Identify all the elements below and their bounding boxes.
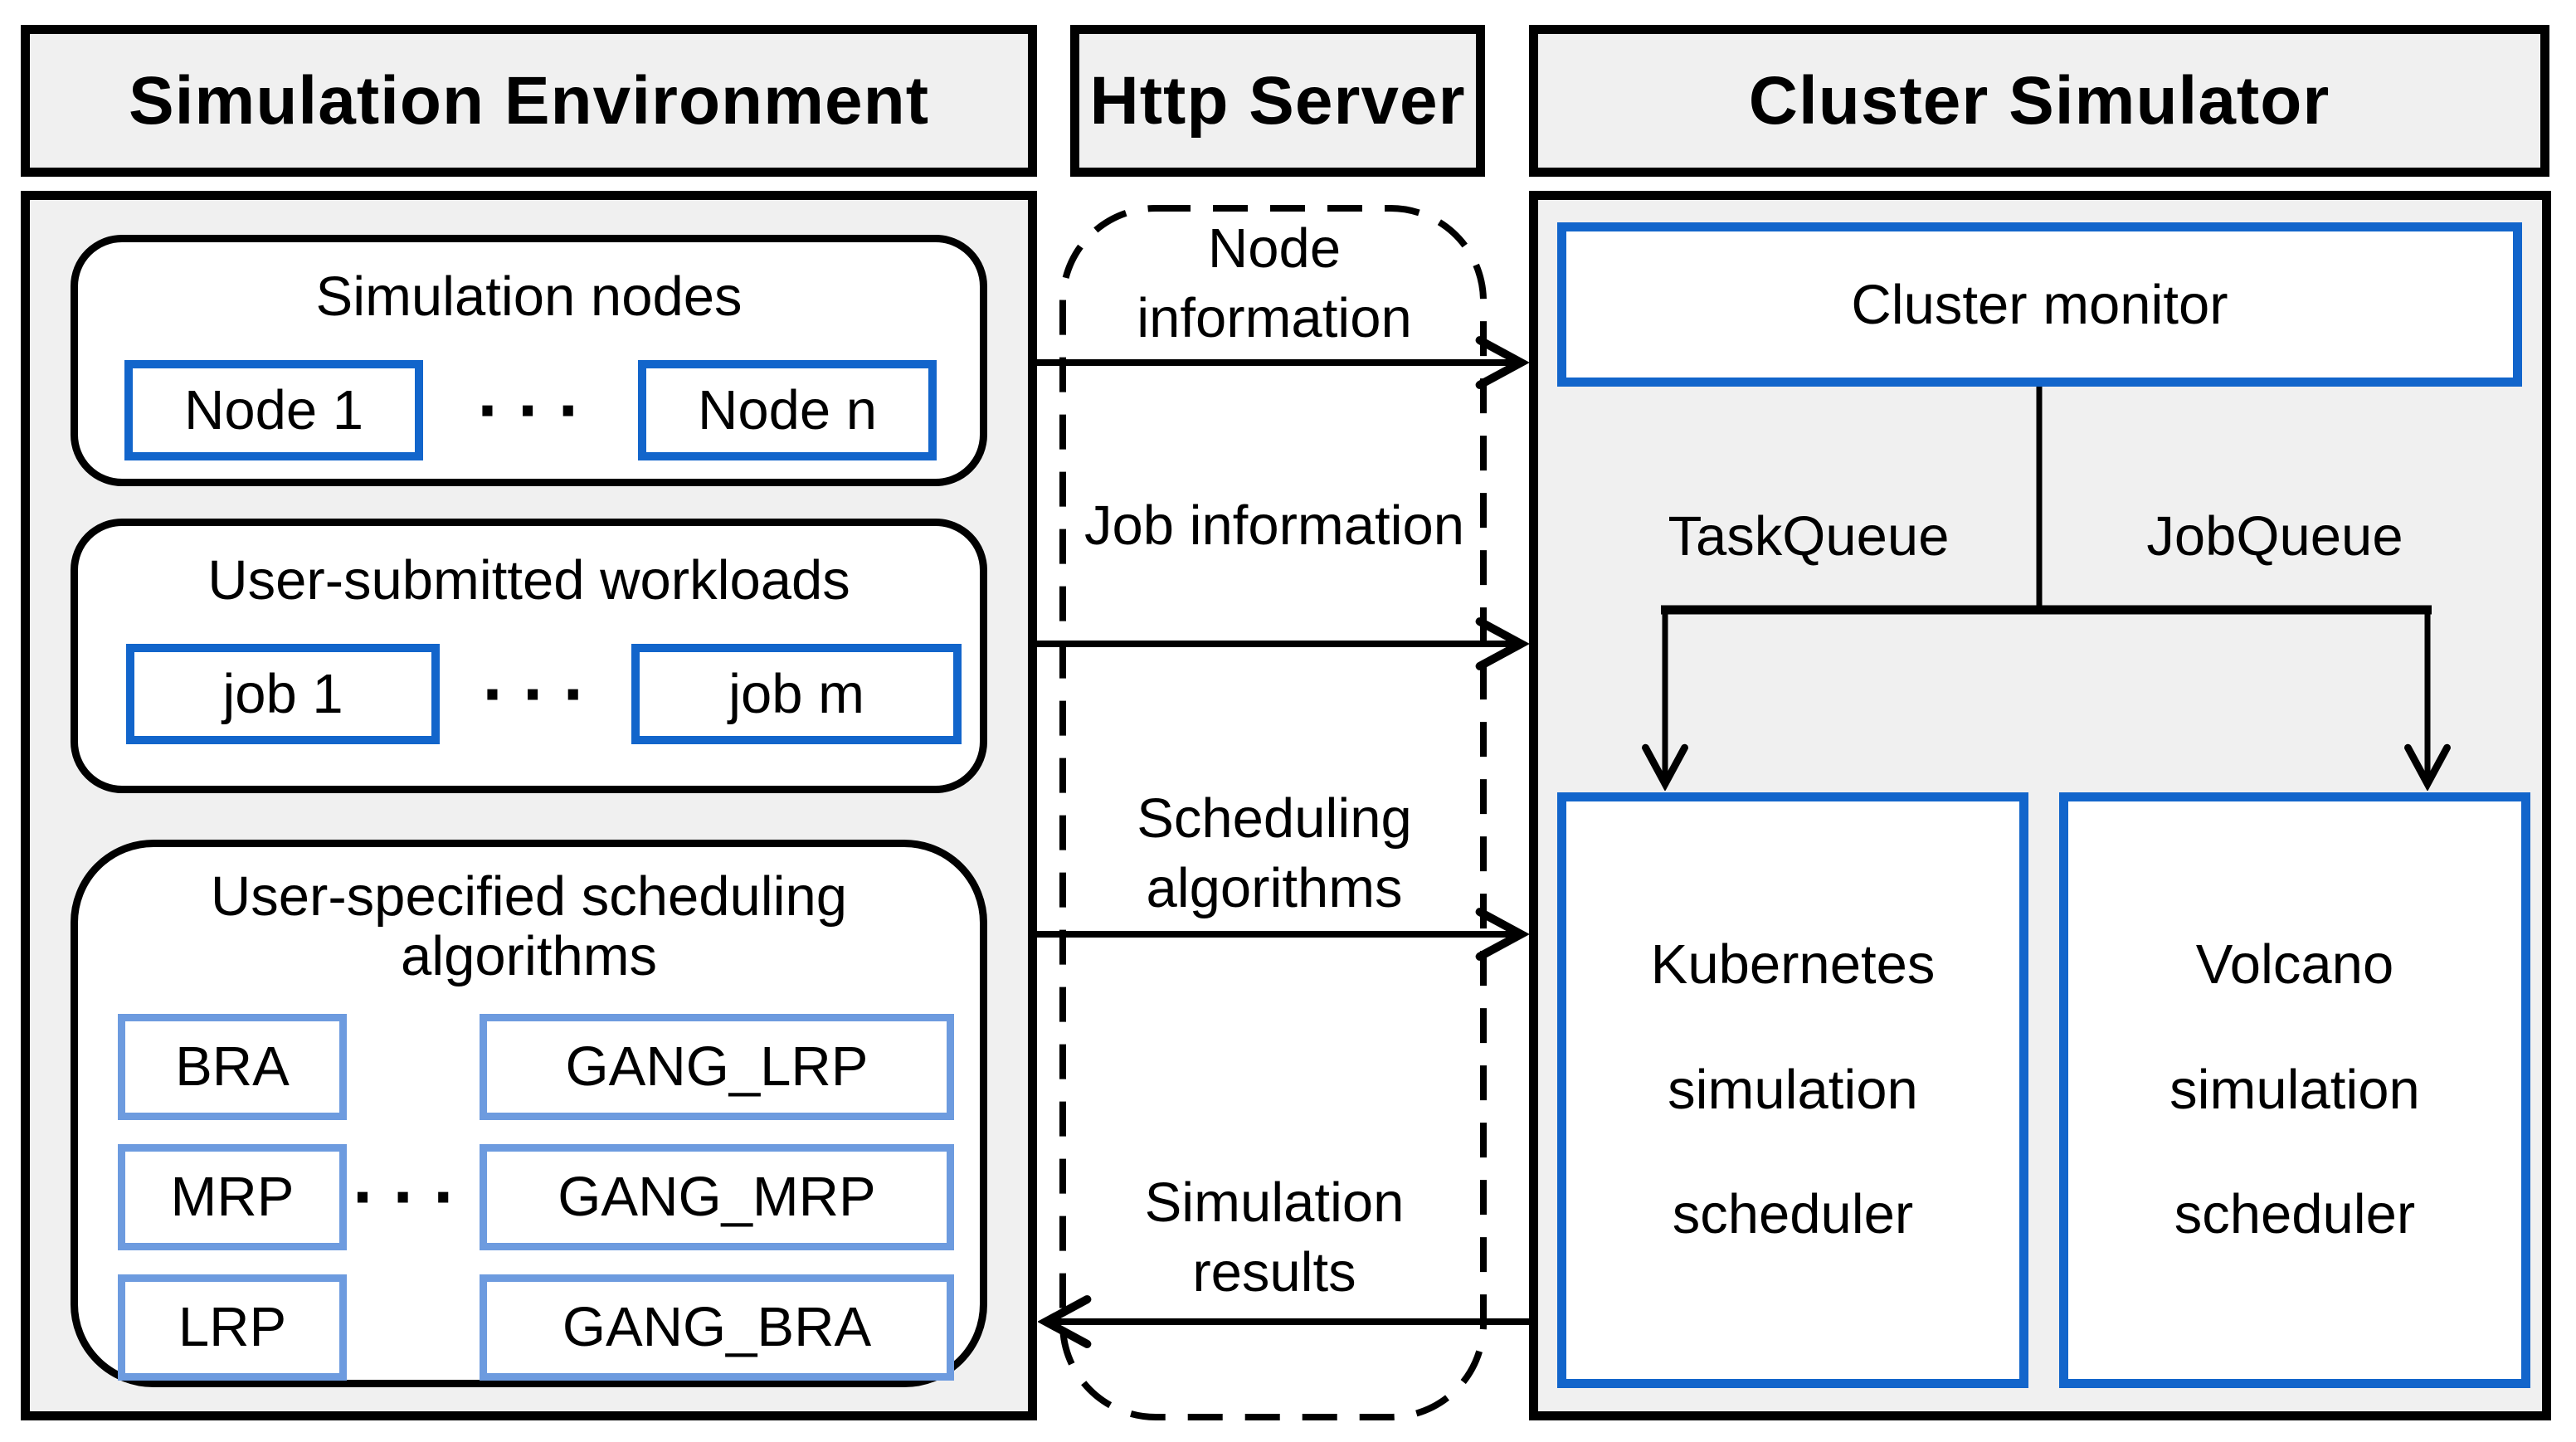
task-queue-label: TaskQueue bbox=[1668, 505, 1950, 568]
algorithms-title: User-specified scheduling algorithms bbox=[210, 865, 848, 988]
simulation-nodes-title: Simulation nodes bbox=[315, 266, 743, 328]
algo-gang-mrp-box: GANG_MRP bbox=[480, 1143, 954, 1250]
flow-label-simulation-results: Simulation results bbox=[1144, 1172, 1405, 1303]
algo-gang-bra-box: GANG_BRA bbox=[480, 1274, 954, 1381]
algo-mrp-box: MRP bbox=[118, 1143, 347, 1250]
algo-lrp-box: LRP bbox=[118, 1274, 347, 1381]
cluster-monitor-box: Cluster monitor bbox=[1557, 222, 2522, 387]
jobs-row: job 1 ··· job m bbox=[78, 644, 980, 745]
workloads-group: User-submitted workloads job 1 ··· job m bbox=[71, 519, 987, 793]
header-http-server: Http Server bbox=[1070, 25, 1485, 177]
flow-label-job-information: Job information bbox=[1083, 494, 1465, 557]
algorithms-grid: BRA GANG_LRP MRP ··· GANG_MRP LRP GANG_B… bbox=[118, 1013, 954, 1381]
flow-label-node-information: Node information bbox=[1137, 217, 1412, 349]
algorithms-group: User-specified scheduling algorithms BRA… bbox=[71, 840, 987, 1387]
jobs-ellipsis: ··· bbox=[482, 654, 604, 734]
algo-gang-lrp-box: GANG_LRP bbox=[480, 1013, 954, 1120]
node-1-box: Node 1 bbox=[124, 360, 423, 461]
header-cluster-simulator: Cluster Simulator bbox=[1529, 25, 2549, 177]
kubernetes-scheduler-box: Kubernetes simulation scheduler bbox=[1557, 792, 2028, 1388]
volcano-scheduler-box: Volcano simulation scheduler bbox=[2059, 792, 2530, 1388]
workloads-title: User-submitted workloads bbox=[207, 549, 850, 611]
algo-bra-box: BRA bbox=[118, 1013, 347, 1120]
job-m-box: job m bbox=[631, 644, 962, 745]
simulation-nodes-group: Simulation nodes Node 1 ··· Node n bbox=[71, 235, 987, 486]
header-simulation-environment: Simulation Environment bbox=[21, 25, 1037, 177]
job-1-box: job 1 bbox=[126, 644, 440, 745]
nodes-ellipsis: ··· bbox=[477, 370, 599, 451]
nodes-row: Node 1 ··· Node n bbox=[78, 360, 980, 461]
node-n-box: Node n bbox=[637, 360, 937, 461]
algorithms-ellipsis: ··· bbox=[353, 1157, 474, 1237]
flow-label-scheduling-algorithms: Scheduling algorithms bbox=[1137, 787, 1412, 919]
job-queue-label: JobQueue bbox=[2146, 505, 2403, 568]
